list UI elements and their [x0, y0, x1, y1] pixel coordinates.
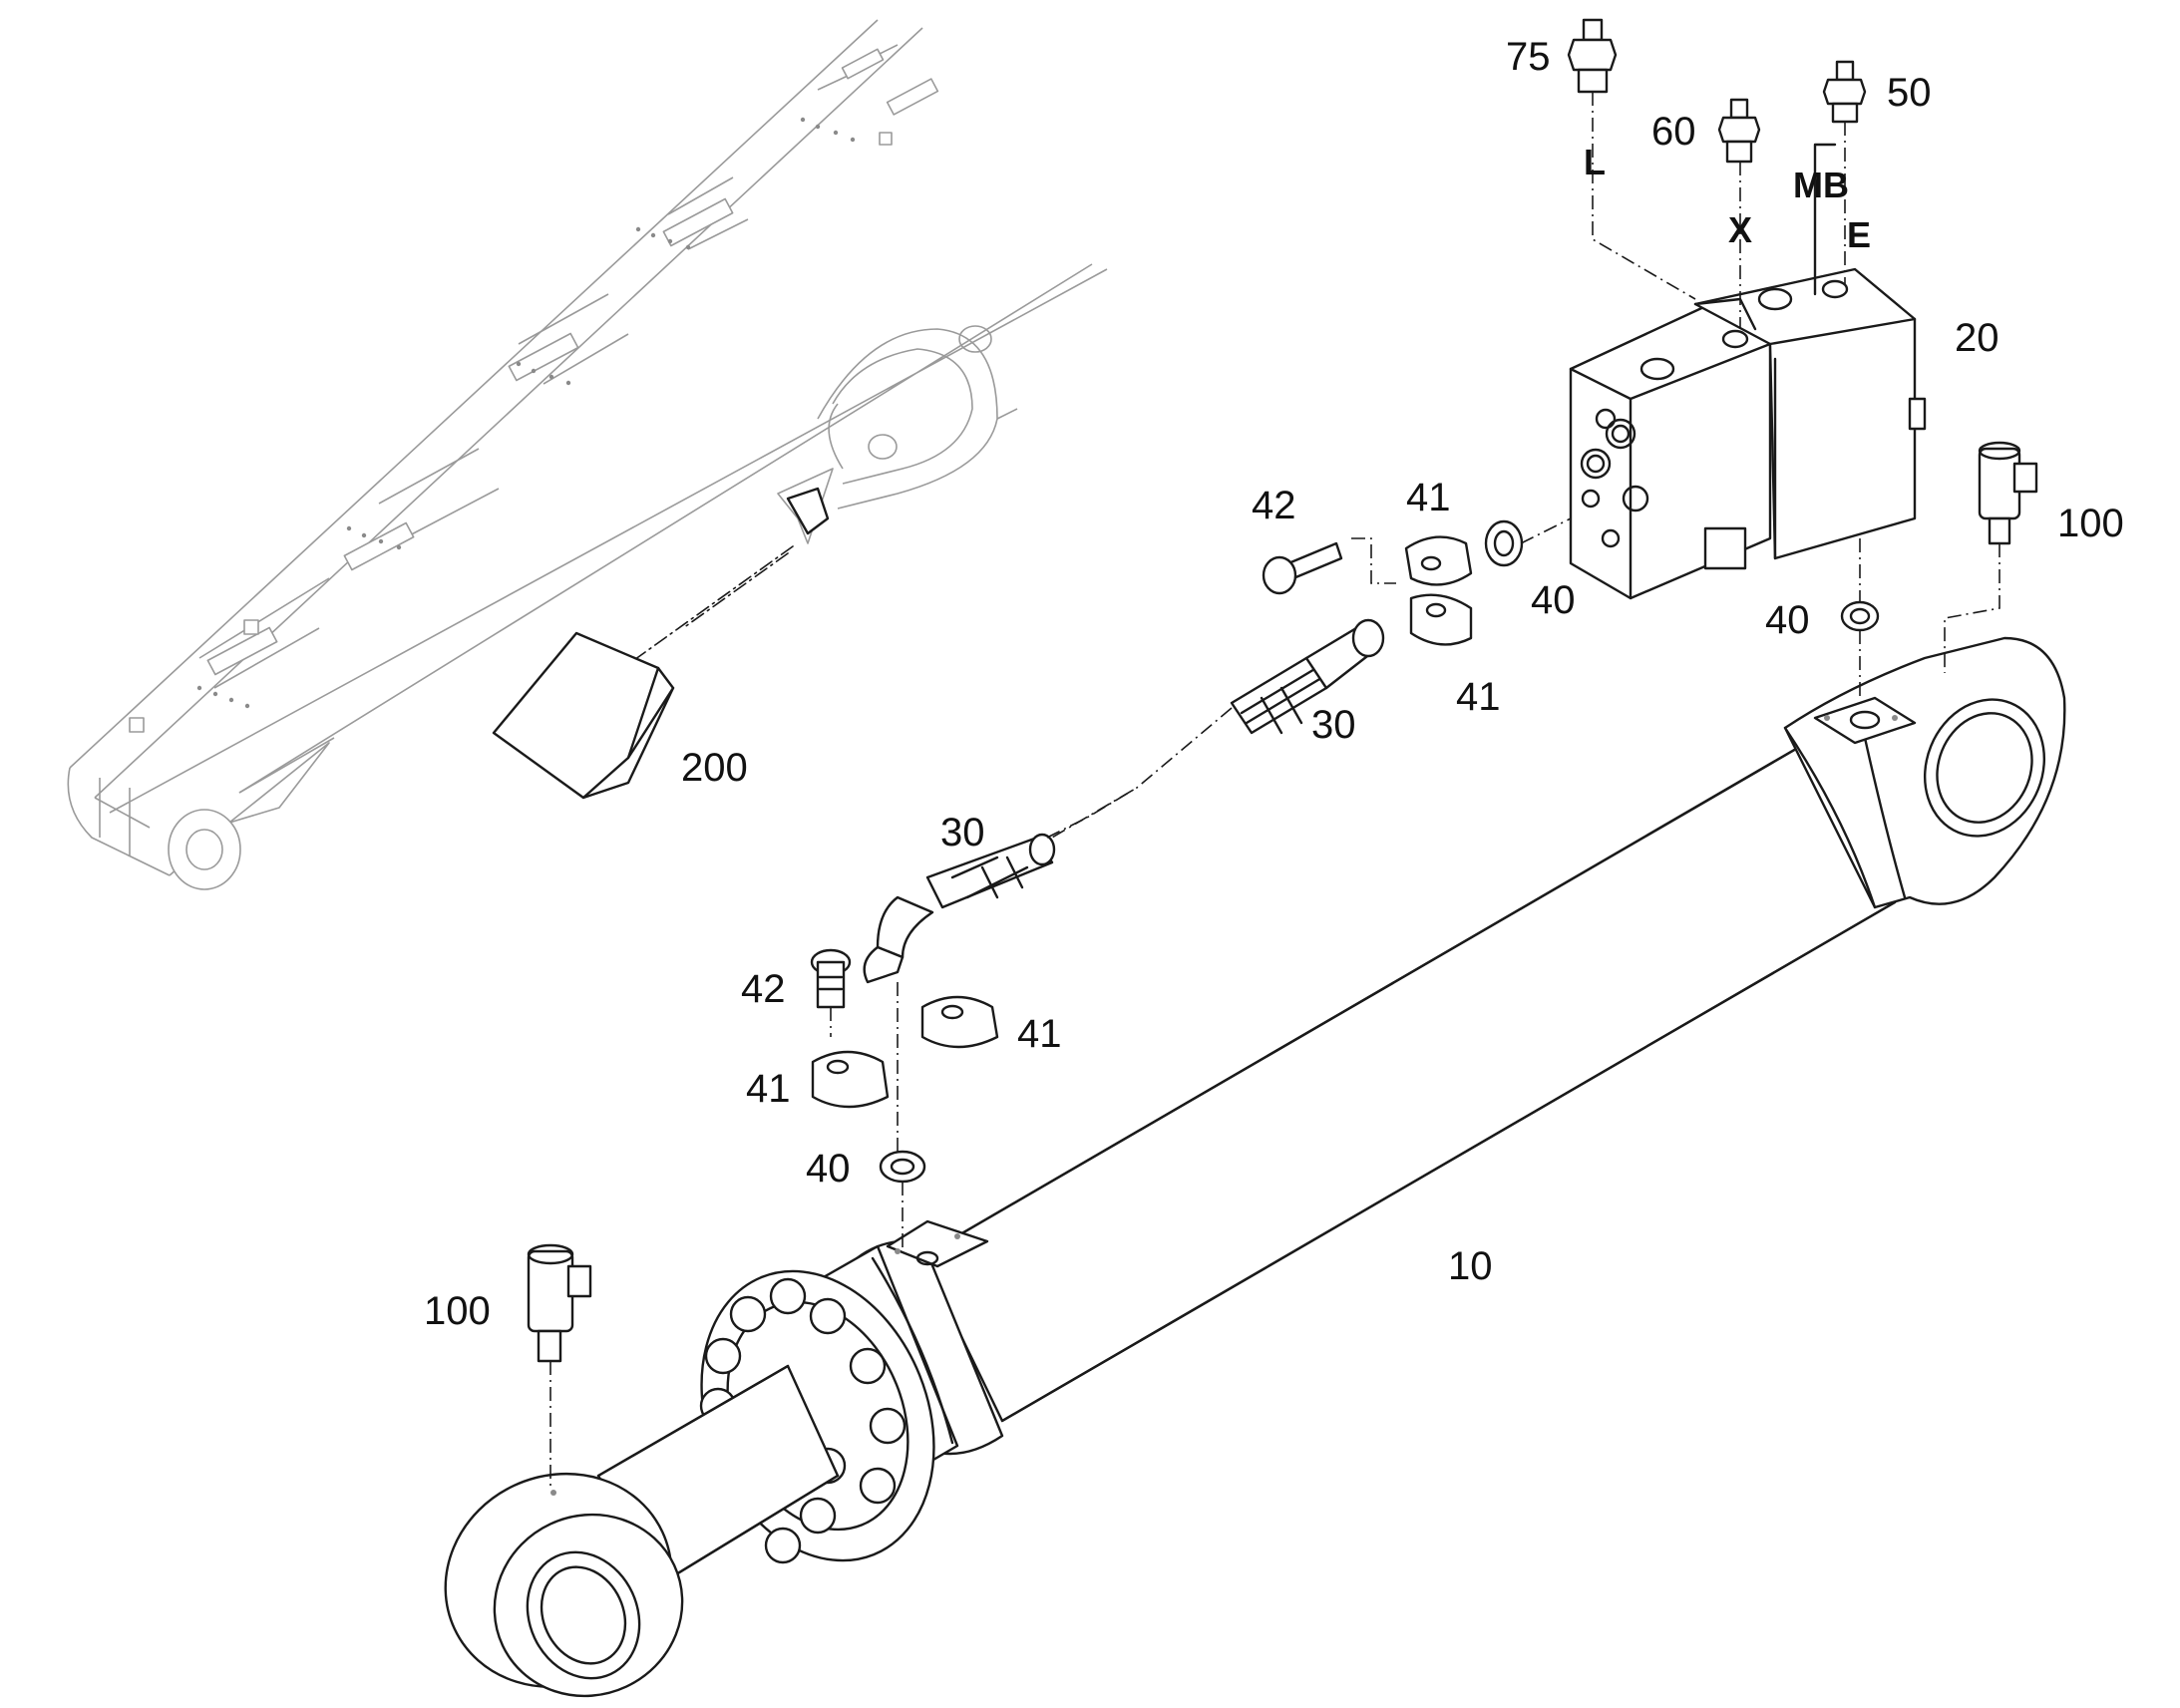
flange-41-lower-right	[920, 995, 999, 1049]
hydraulic-cylinder	[444, 636, 2066, 1698]
label-100-right: 100	[2057, 502, 2124, 545]
hose-30-lower	[863, 833, 1056, 984]
label-100-left: 100	[424, 1289, 491, 1333]
screw-42-lower	[810, 948, 852, 1009]
label-42-lower: 42	[741, 967, 786, 1011]
flange-41-lower-left	[811, 1050, 890, 1109]
flange-41-upper-bottom	[1409, 593, 1473, 646]
fitting-75	[1567, 18, 1618, 94]
label-41-lower-right: 41	[1017, 1012, 1062, 1056]
cover-plate-part	[492, 487, 830, 800]
grease-nipple-100-left	[527, 1243, 592, 1363]
port-label-MB: MB	[1793, 165, 1849, 205]
valve-block	[1569, 267, 1927, 600]
label-10: 10	[1448, 1244, 1493, 1288]
label-200: 200	[681, 746, 748, 790]
seal-40-upper-right	[1840, 600, 1880, 632]
flange-41-upper-top	[1404, 535, 1473, 586]
label-42-upper: 42	[1252, 484, 1296, 527]
hose-30-upper	[1230, 618, 1385, 735]
label-30-lower: 30	[940, 811, 985, 854]
label-20: 20	[1955, 316, 1999, 360]
port-labels: L X MB E	[1584, 142, 1871, 255]
label-41-upper-bottom: 41	[1456, 675, 1501, 719]
label-50: 50	[1887, 71, 1932, 115]
label-41-lower-left: 41	[746, 1067, 791, 1111]
label-40-upper-left: 40	[1531, 578, 1576, 622]
port-label-X: X	[1728, 209, 1752, 250]
seal-40-upper-left	[1484, 519, 1524, 567]
part-labels: 75 60 50 20 100 42 41 40 40 41 30 200 30…	[424, 35, 2124, 1333]
port-label-L: L	[1584, 142, 1606, 182]
screw-42-upper	[1262, 541, 1343, 595]
label-30-upper: 30	[1311, 703, 1356, 747]
label-60: 60	[1651, 110, 1696, 154]
label-40-upper-right: 40	[1765, 598, 1810, 642]
grease-nipple-100-right	[1978, 441, 2038, 545]
port-label-E: E	[1847, 214, 1871, 255]
seal-40-lower	[879, 1150, 926, 1184]
fitting-60	[1717, 98, 1761, 164]
boom-outline	[67, 19, 1108, 890]
label-75: 75	[1506, 35, 1551, 79]
fitting-50	[1822, 60, 1867, 124]
label-41-upper-top: 41	[1406, 476, 1451, 519]
label-40-lower: 40	[806, 1147, 851, 1191]
